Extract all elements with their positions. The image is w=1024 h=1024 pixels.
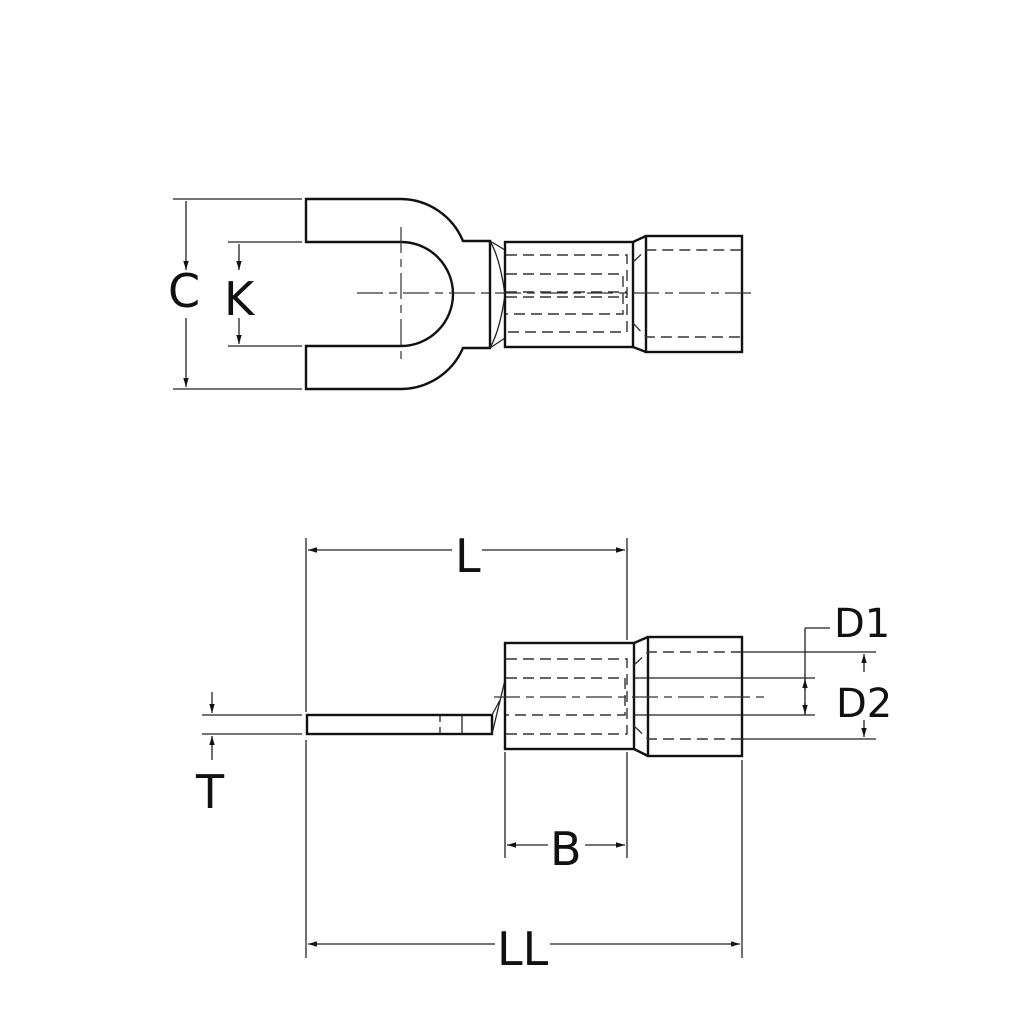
fork-outline [304,197,492,391]
barrel-side [503,641,636,751]
insulation-sleeve [644,234,744,354]
dim-label-LL: LL [497,922,549,976]
dim-label-K: K [224,272,256,326]
dim-label-L: L [455,529,481,583]
crimp-taper [489,240,506,349]
side-view: L D1 D2 T B LL [195,529,892,976]
dim-label-B: B [550,822,582,876]
barrel [503,240,635,349]
dim-label-D2: D2 [836,681,892,727]
dim-label-D1: D1 [834,601,890,647]
dim-label-C: C [168,264,200,318]
tongue [305,713,494,736]
top-view: C K [168,197,755,391]
dim-label-T: T [195,765,225,819]
